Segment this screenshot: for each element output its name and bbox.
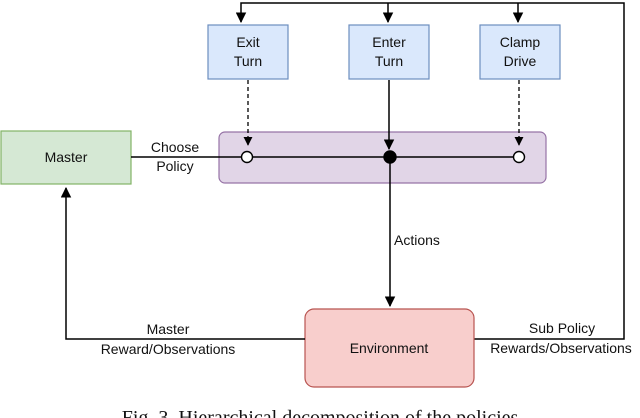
environment-label: Environment [350, 340, 429, 356]
exit-turn-switch-node [240, 150, 254, 164]
master-feedback-label-line1: Master [147, 321, 190, 337]
master-feedback-line [60, 186, 305, 340]
sub-policy-feedback-line [235, 2, 625, 340]
exit-turn-box [207, 24, 289, 80]
enter-turn-box [348, 24, 430, 80]
clamp-drive-switch-node [512, 150, 526, 164]
clamp-drive-label-line1: Clamp [500, 34, 541, 50]
master-label: Master [45, 149, 88, 165]
clamp-drive-box [479, 24, 561, 80]
enter-turn-switch-node [383, 150, 397, 164]
master-box [0, 130, 132, 185]
figure-caption: Fig. 3. Hierarchical decomposition of th… [122, 407, 519, 418]
actions-label: Actions [394, 232, 440, 248]
enter-turn-label-line2: Turn [375, 53, 403, 69]
sub-policy-feedback-label-line2: Rewards/Observations [490, 340, 632, 356]
environment-box [304, 308, 475, 388]
master-feedback-label-line2: Reward/Observations [101, 341, 236, 357]
sub-policy-feedback-label-line1: Sub Policy [529, 320, 595, 336]
clamp-drive-label-line2: Drive [504, 53, 537, 69]
exit-turn-label-line2: Turn [234, 53, 262, 69]
exit-turn-label-line1: Exit [236, 34, 259, 50]
choose-policy-label-line2: Policy [156, 158, 193, 174]
enter-turn-label-line1: Enter [372, 34, 406, 50]
choose-policy-label-line1: Choose [151, 139, 199, 155]
